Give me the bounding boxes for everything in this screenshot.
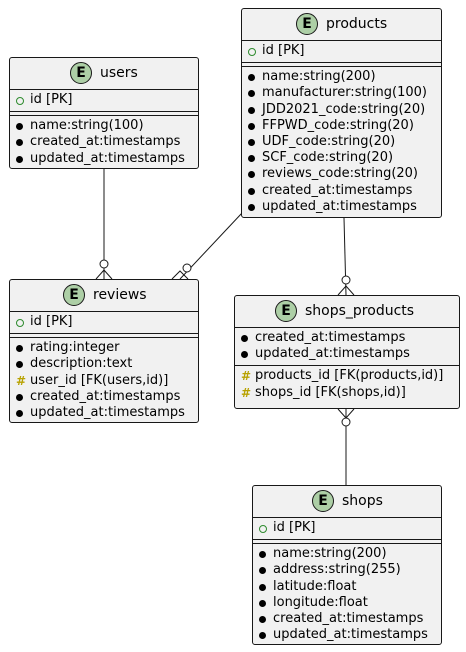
field-row: #shops_id [FK(shops,id)] xyxy=(241,384,406,400)
field-bullet-icon xyxy=(248,106,255,114)
field-bullet-icon xyxy=(259,599,266,607)
field-row: id [PK] xyxy=(16,314,198,330)
entity-title: shops_products xyxy=(305,303,415,319)
primary-key-icon xyxy=(16,97,24,105)
entity-header: E shops xyxy=(253,486,441,517)
field-bullet-icon xyxy=(16,123,23,131)
field-row: name:string(200) xyxy=(259,546,441,562)
field-row: name:string(200) xyxy=(248,69,441,85)
field-row: id [PK] xyxy=(259,520,441,536)
primary-key-icon xyxy=(16,319,24,327)
field-row: updated_at:timestamps xyxy=(248,199,441,215)
entity-header: E products xyxy=(242,9,441,40)
field-bullet-icon xyxy=(248,74,255,82)
field-bullet-icon xyxy=(16,393,23,401)
field-bullet-icon xyxy=(248,155,255,163)
field-row: FFPWD_code:string(20) xyxy=(248,118,441,134)
field-row: created_at:timestamps xyxy=(248,183,441,199)
field-row: created_at:timestamps xyxy=(16,134,198,150)
field-row: address:string(255) xyxy=(259,562,441,578)
field-row: id [PK] xyxy=(16,92,198,108)
entity-title: products xyxy=(326,16,388,32)
field-bullet-icon xyxy=(241,335,248,342)
field-bullet-icon xyxy=(248,187,255,195)
field-bullet-icon xyxy=(248,203,255,211)
field-row: created_at:timestamps xyxy=(259,611,441,627)
field-row: latitude:float xyxy=(259,579,441,595)
entity-header: E users xyxy=(10,58,198,89)
field-row: updated_at:timestamps xyxy=(259,627,441,643)
entity-title: users xyxy=(100,65,138,81)
field-bullet-icon xyxy=(248,138,255,146)
field-bullet-icon xyxy=(16,361,23,369)
entity-icon: E xyxy=(312,490,334,512)
primary-key-icon xyxy=(259,525,267,533)
divider xyxy=(235,365,459,367)
primary-key-icon xyxy=(248,48,256,56)
field-row: updated_at:timestamps xyxy=(16,151,198,167)
field-row: rating:integer xyxy=(16,340,198,356)
field-row: updated_at:timestamps xyxy=(16,405,198,421)
field-bullet-icon xyxy=(259,551,266,559)
foreign-key-icon: # xyxy=(16,373,27,388)
field-row: manufacturer:string(100) xyxy=(248,85,441,101)
field-bullet-icon xyxy=(259,632,266,640)
entity-users[interactable]: E users id [PK] name:string(100) created… xyxy=(9,57,199,169)
field-bullet-icon xyxy=(16,345,23,353)
field-row: id [PK] xyxy=(248,43,441,59)
field-row: description:text xyxy=(16,356,198,372)
field-row: UDF_code:string(20) xyxy=(248,134,441,150)
divider xyxy=(242,62,441,68)
entity-icon: E xyxy=(63,284,85,306)
foreign-key-icon: # xyxy=(241,369,252,384)
field-bullet-icon xyxy=(259,583,266,591)
field-bullet-icon xyxy=(248,90,255,98)
entity-header: E reviews xyxy=(10,280,198,311)
entity-icon: E xyxy=(70,62,92,84)
entity-reviews[interactable]: E reviews id [PK] rating:integer descrip… xyxy=(9,279,199,423)
entity-shops[interactable]: E shops id [PK] name:string(200) address… xyxy=(252,485,442,645)
field-bullet-icon xyxy=(248,171,255,179)
entity-icon: E xyxy=(275,300,297,322)
field-row: created_at:timestamps xyxy=(16,389,198,405)
foreign-key-icon: # xyxy=(241,385,252,400)
field-bullet-icon xyxy=(259,567,266,575)
field-row: created_at:timestamps xyxy=(241,330,459,346)
divider xyxy=(10,111,198,117)
entity-shops-products[interactable]: E shops_products created_at:timestamps u… xyxy=(234,295,460,409)
field-bullet-icon xyxy=(259,615,266,623)
field-row: #products_id [FK(products,id)] xyxy=(241,368,444,384)
field-row: JDD2021_code:string(20) xyxy=(248,102,441,118)
entity-products[interactable]: E products id [PK] name:string(200) manu… xyxy=(241,8,442,218)
divider xyxy=(10,333,198,339)
entity-icon: E xyxy=(296,13,318,35)
field-row: name:string(100) xyxy=(16,118,198,134)
field-bullet-icon xyxy=(16,409,23,417)
entity-title: shops xyxy=(342,493,383,509)
entity-header: E shops_products xyxy=(235,296,459,327)
field-row: SCF_code:string(20) xyxy=(248,150,441,166)
field-row: reviews_code:string(20) xyxy=(248,166,441,182)
entity-title: reviews xyxy=(93,287,147,303)
field-bullet-icon xyxy=(16,155,23,163)
field-bullet-icon xyxy=(241,351,248,359)
divider xyxy=(253,539,441,545)
field-row: #user_id [FK(users,id)] xyxy=(16,372,169,388)
field-bullet-icon xyxy=(248,122,255,130)
field-row: updated_at:timestamps xyxy=(241,346,459,362)
field-bullet-icon xyxy=(16,139,23,147)
field-row: longitude:float xyxy=(259,595,441,611)
